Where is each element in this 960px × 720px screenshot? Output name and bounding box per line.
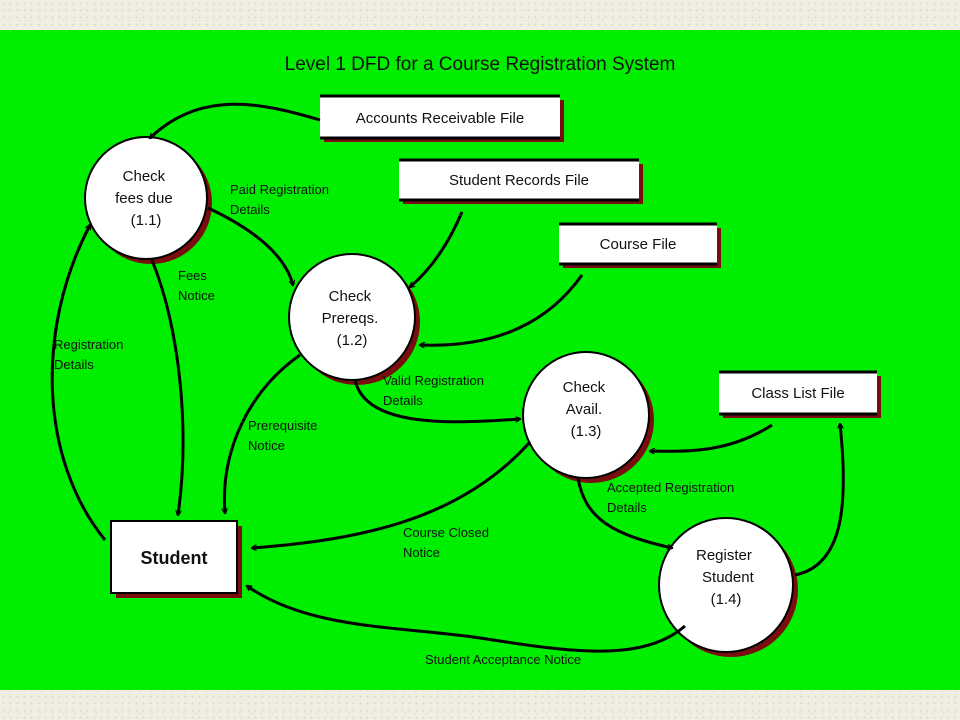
diagram-title: Level 1 DFD for a Course Registration Sy… xyxy=(285,54,676,75)
arrow-student-acceptance xyxy=(247,586,686,653)
process-1-3-line-2: Avail. xyxy=(566,401,602,418)
arrow-class-list-to-avail xyxy=(650,423,773,451)
process-label-1-3: Check Avail. (1.3) xyxy=(563,379,610,440)
process-check-prereqs: Check Prereqs. (1.2) xyxy=(288,253,420,385)
flow-label-valid-registration: Valid Registration Details xyxy=(383,373,488,408)
process-1-2-line-3: (1.2) xyxy=(337,332,368,349)
arrow-course-closed xyxy=(252,440,532,548)
process-1-2-line-1: Check xyxy=(329,288,372,305)
process-label-1-4: Register Student (1.4) xyxy=(696,547,758,608)
flow-label-fees-notice: Fees Notice xyxy=(178,268,215,303)
store-course-file: Course File xyxy=(559,222,721,268)
flow-1-line-1: Paid Registration xyxy=(230,182,329,197)
process-1-2-line-2: Prereqs. xyxy=(322,310,379,327)
flow-2-line-1: Fees xyxy=(178,268,207,283)
process-check-avail: Check Avail. (1.3) xyxy=(522,351,654,483)
process-check-fees-due: Check fees due (1.1) xyxy=(84,136,212,264)
process-1-4-line-3: (1.4) xyxy=(711,591,742,608)
flow-5-line-2: Details xyxy=(383,393,423,408)
entity-label: Student xyxy=(141,548,208,568)
flow-label-course-closed: Course Closed Notice xyxy=(403,525,493,560)
flow-5-line-1: Valid Registration xyxy=(383,373,484,388)
flow-2-line-2: Notice xyxy=(178,288,215,303)
store-student-records: Student Records File xyxy=(399,158,643,204)
process-register-student: Register Student (1.4) xyxy=(658,517,798,657)
store-accounts-receivable: Accounts Receivable File xyxy=(320,94,564,142)
process-label-1-2: Check Prereqs. (1.2) xyxy=(322,288,383,349)
flow-1-line-2: Details xyxy=(230,202,270,217)
process-1-3-line-3: (1.3) xyxy=(571,423,602,440)
arrow-fees-notice xyxy=(150,259,185,515)
arrow-registration-details xyxy=(50,225,107,541)
arrow-register-to-class-list xyxy=(794,424,845,577)
flow-3-line-2: Details xyxy=(54,357,94,372)
process-1-4-line-1: Register xyxy=(696,547,752,564)
store-label-class-list: Class List File xyxy=(751,385,844,402)
store-class-list: Class List File xyxy=(719,370,881,418)
arrow-paid-registration xyxy=(207,206,293,285)
flow-8-line-1: Student Acceptance Notice xyxy=(425,652,581,667)
store-label-student-records: Student Records File xyxy=(449,172,589,189)
flow-label-prerequisite-notice: Prerequisite Notice xyxy=(248,418,321,453)
store-label-accounts-receivable: Accounts Receivable File xyxy=(356,110,524,127)
arrow-records-to-prereqs xyxy=(410,211,464,287)
process-1-1-line-3: (1.1) xyxy=(131,212,162,229)
dfd-diagram: Level 1 DFD for a Course Registration Sy… xyxy=(50,54,881,667)
flow-7-line-2: Notice xyxy=(403,545,440,560)
flow-7-line-1: Course Closed xyxy=(403,525,489,540)
flow-arrows xyxy=(50,102,845,653)
process-1-3-line-1: Check xyxy=(563,379,606,396)
flow-4-line-1: Prerequisite xyxy=(248,418,317,433)
process-1-1-line-1: Check xyxy=(123,168,166,185)
arrow-accepted-registration xyxy=(576,477,672,548)
arrow-prerequisite-notice xyxy=(224,353,301,513)
flow-6-line-1: Accepted Registration xyxy=(607,480,734,495)
flow-label-paid-registration: Paid Registration Details xyxy=(230,182,333,217)
flow-label-registration-details: Registration Details xyxy=(54,337,127,372)
entity-student: Student xyxy=(110,520,242,598)
process-1-4-line-2: Student xyxy=(702,569,755,586)
process-1-1-line-2: fees due xyxy=(115,190,173,207)
flow-label-student-acceptance: Student Acceptance Notice xyxy=(425,652,581,667)
flow-4-line-2: Notice xyxy=(248,438,285,453)
arrow-course-to-prereqs xyxy=(420,274,584,345)
flow-3-line-1: Registration xyxy=(54,337,123,352)
arrow-accounts-to-fees xyxy=(150,102,321,138)
process-label-1-1: Check fees due (1.1) xyxy=(115,168,177,229)
arrow-valid-registration xyxy=(353,379,520,424)
diagram-slide: Level 1 DFD for a Course Registration Sy… xyxy=(0,30,960,690)
store-label-course-file: Course File xyxy=(600,236,677,253)
flow-label-accepted-registration: Accepted Registration Details xyxy=(607,480,738,515)
flow-6-line-2: Details xyxy=(607,500,647,515)
